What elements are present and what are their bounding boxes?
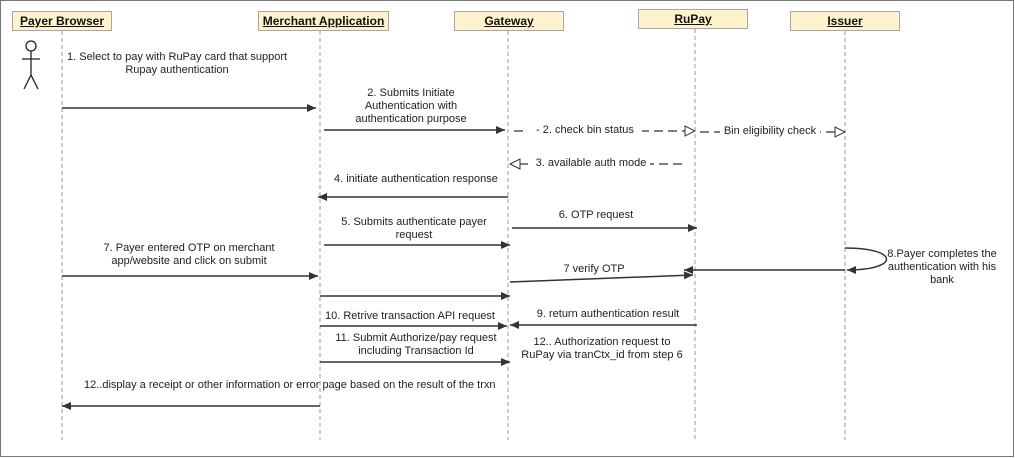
message-1-line-2: Rupay authentication xyxy=(125,64,229,76)
message-11-label: 11. Submit Authorize/pay request includi… xyxy=(326,332,506,358)
message-1-line-1: 1. Select to pay with RuPay card that su… xyxy=(67,51,288,63)
actor-issuer: Issuer xyxy=(790,11,900,31)
message-4-label: 4. initiate authentication response xyxy=(334,173,498,185)
message-8-line-1: 8.Payer completes the xyxy=(887,248,997,260)
message-6-label: 6. OTP request xyxy=(558,209,634,221)
message-12-receipt-label: 12..display a receipt or other informati… xyxy=(84,379,496,391)
message-7-line-1: 7. Payer entered OTP on merchant xyxy=(103,242,275,254)
message-5-line-1: 5. Submits authenticate payer xyxy=(341,216,487,228)
message-11-line-1: 11. Submit Authorize/pay request xyxy=(335,332,497,344)
message-2-bin-status-label: - 2. check bin status xyxy=(528,124,642,137)
message-7-line-2: app/website and click on submit xyxy=(111,255,267,267)
message-7-verify-gateway-arrow xyxy=(509,271,694,283)
actor-rupay: RuPay xyxy=(638,9,748,29)
message-10-label: 10. Retrive transaction API request xyxy=(325,310,495,322)
message-5-label: 5. Submits authenticate payer request xyxy=(334,216,494,242)
stick-figure-icon xyxy=(22,40,40,90)
message-8-label: 8.Payer completes the authentication wit… xyxy=(886,248,998,287)
actor-merchant-application: Merchant Application xyxy=(258,11,389,31)
actor-gateway: Gateway xyxy=(454,11,564,31)
actor-payer-browser: Payer Browser xyxy=(12,11,112,31)
message-bin-eligibility-label: Bin eligibility check xyxy=(720,125,820,138)
message-8-line-2: authentication with his xyxy=(887,261,997,273)
message-12-auth-line-2: RuPay via tranCtx_id from step 6 xyxy=(521,349,683,361)
message-7-verify-label: 7 verify OTP xyxy=(563,263,625,275)
message-9-label: 9. return authentication result xyxy=(536,308,680,320)
message-3-label: 3. available auth mode xyxy=(532,157,650,170)
message-8-self-loop xyxy=(844,247,888,274)
message-5-line-2: request xyxy=(395,229,433,241)
message-8-line-3: bank xyxy=(930,274,954,286)
message-11-line-2: including Transaction Id xyxy=(358,345,474,357)
message-1-label: 1. Select to pay with RuPay card that su… xyxy=(67,51,287,77)
message-2-line-3: authentication purpose xyxy=(355,113,467,125)
message-2-line-2: Authentication with xyxy=(364,100,458,112)
message-2-label: 2. Submits Initiate Authentication with … xyxy=(336,87,486,126)
message-12-auth-label: 12.. Authorization request to RuPay via … xyxy=(516,336,688,362)
message-7-label: 7. Payer entered OTP on merchant app/web… xyxy=(94,242,284,268)
message-12-auth-line-1: 12.. Authorization request to xyxy=(533,336,671,348)
message-2-line-1: 2. Submits Initiate xyxy=(367,87,455,99)
